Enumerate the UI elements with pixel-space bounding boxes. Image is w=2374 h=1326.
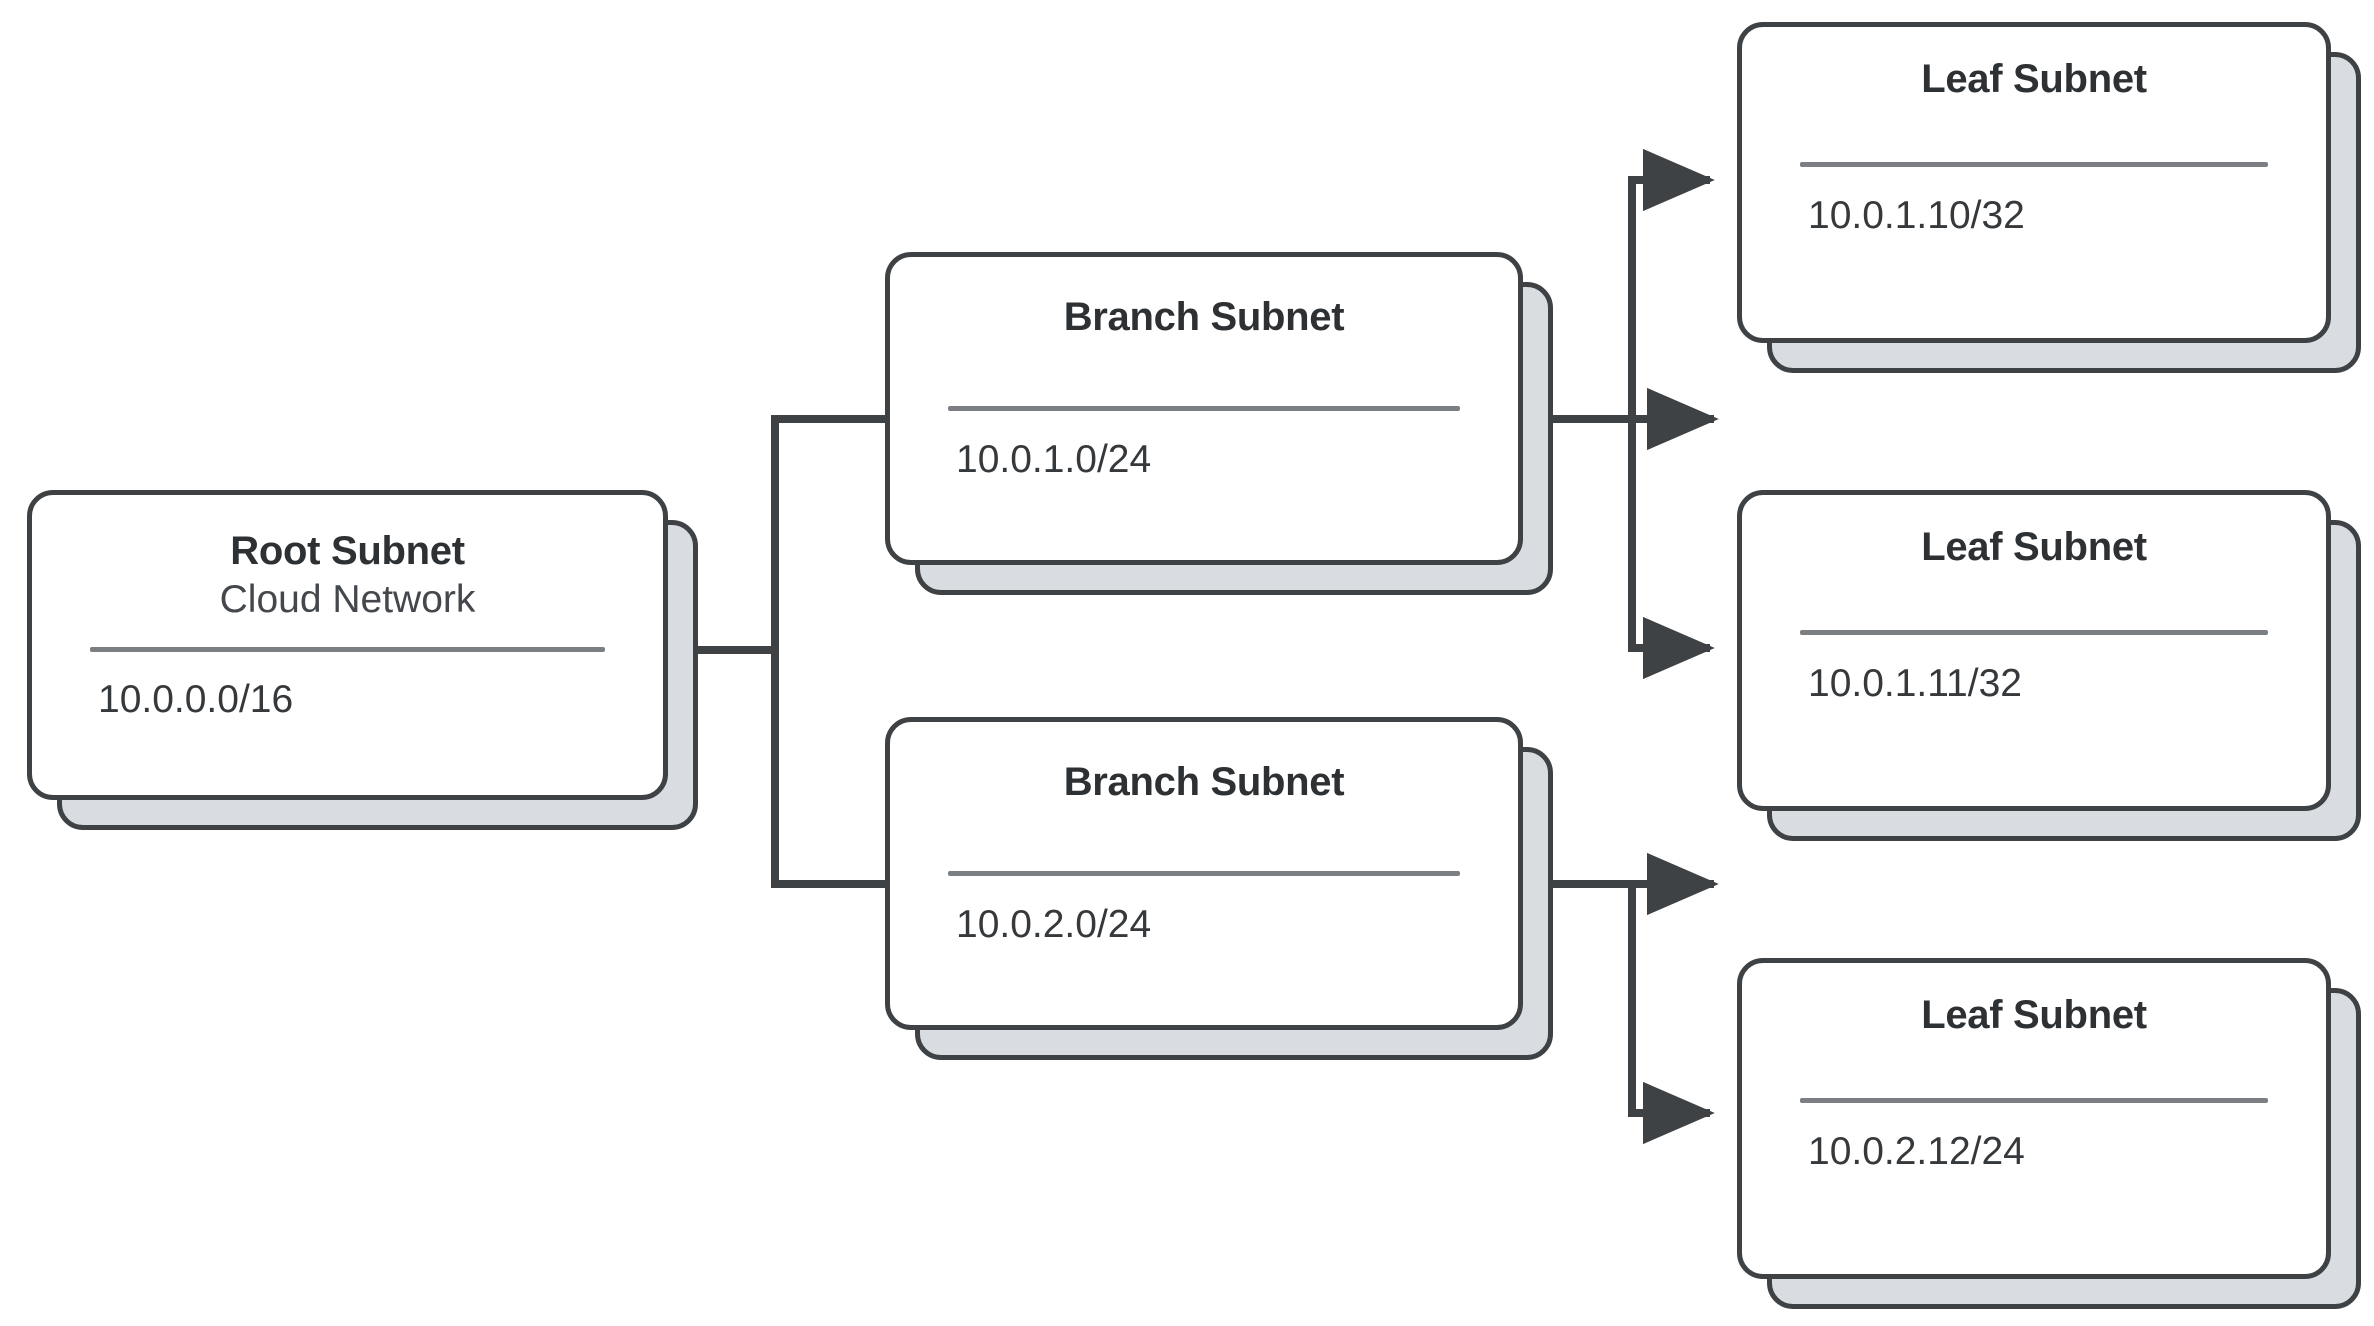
- card-face: Branch Subnet 10.0.1.0/24: [885, 252, 1523, 565]
- node-root-subnet[interactable]: Root Subnet Cloud Network 10.0.0.0/16: [27, 490, 698, 830]
- node-branch-subnet-1[interactable]: Branch Subnet 10.0.1.0/24: [885, 252, 1553, 595]
- node-leaf-subnet-1[interactable]: Leaf Subnet 10.0.1.10/32: [1737, 22, 2361, 373]
- node-title: Leaf Subnet: [1921, 525, 2147, 569]
- node-title: Leaf Subnet: [1921, 57, 2147, 101]
- node-title: Branch Subnet: [1063, 295, 1345, 339]
- node-divider: [948, 870, 1460, 876]
- node-subtitle: Cloud Network: [219, 577, 476, 621]
- node-divider: [90, 646, 605, 652]
- node-title: Leaf Subnet: [1921, 993, 2147, 1037]
- node-leaf-subnet-2[interactable]: Leaf Subnet 10.0.1.11/32: [1737, 490, 2361, 841]
- edge-branch-2-to-leaf-3: [1527, 880, 1715, 1145]
- card-face: Leaf Subnet 10.0.1.10/32: [1737, 22, 2331, 343]
- node-divider: [1800, 629, 2268, 635]
- node-title: Branch Subnet: [1063, 760, 1345, 804]
- node-title: Root Subnet: [230, 529, 465, 573]
- node-cidr: 10.0.1.0/24: [956, 437, 1152, 481]
- edge-branch-1-to-leaf-1: [1527, 148, 1715, 423]
- node-branch-subnet-2[interactable]: Branch Subnet 10.0.2.0/24: [885, 717, 1553, 1060]
- card-face: Leaf Subnet 10.0.2.12/24: [1737, 958, 2331, 1279]
- node-leaf-subnet-3[interactable]: Leaf Subnet 10.0.2.12/24: [1737, 958, 2361, 1309]
- card-face: Branch Subnet 10.0.2.0/24: [885, 717, 1523, 1030]
- node-divider: [948, 405, 1460, 411]
- node-divider: [1800, 161, 2268, 167]
- node-divider: [1800, 1097, 2268, 1103]
- node-cidr: 10.0.1.11/32: [1808, 661, 2022, 705]
- edge-branch-1-to-leaf-2: [1628, 419, 1715, 680]
- card-face: Root Subnet Cloud Network 10.0.0.0/16: [27, 490, 668, 800]
- card-face: Leaf Subnet 10.0.1.11/32: [1737, 490, 2331, 811]
- node-cidr: 10.0.0.0/16: [98, 677, 294, 721]
- node-cidr: 10.0.2.12/24: [1808, 1129, 2025, 1173]
- node-cidr: 10.0.2.0/24: [956, 902, 1152, 946]
- node-cidr: 10.0.1.10/32: [1808, 193, 2025, 237]
